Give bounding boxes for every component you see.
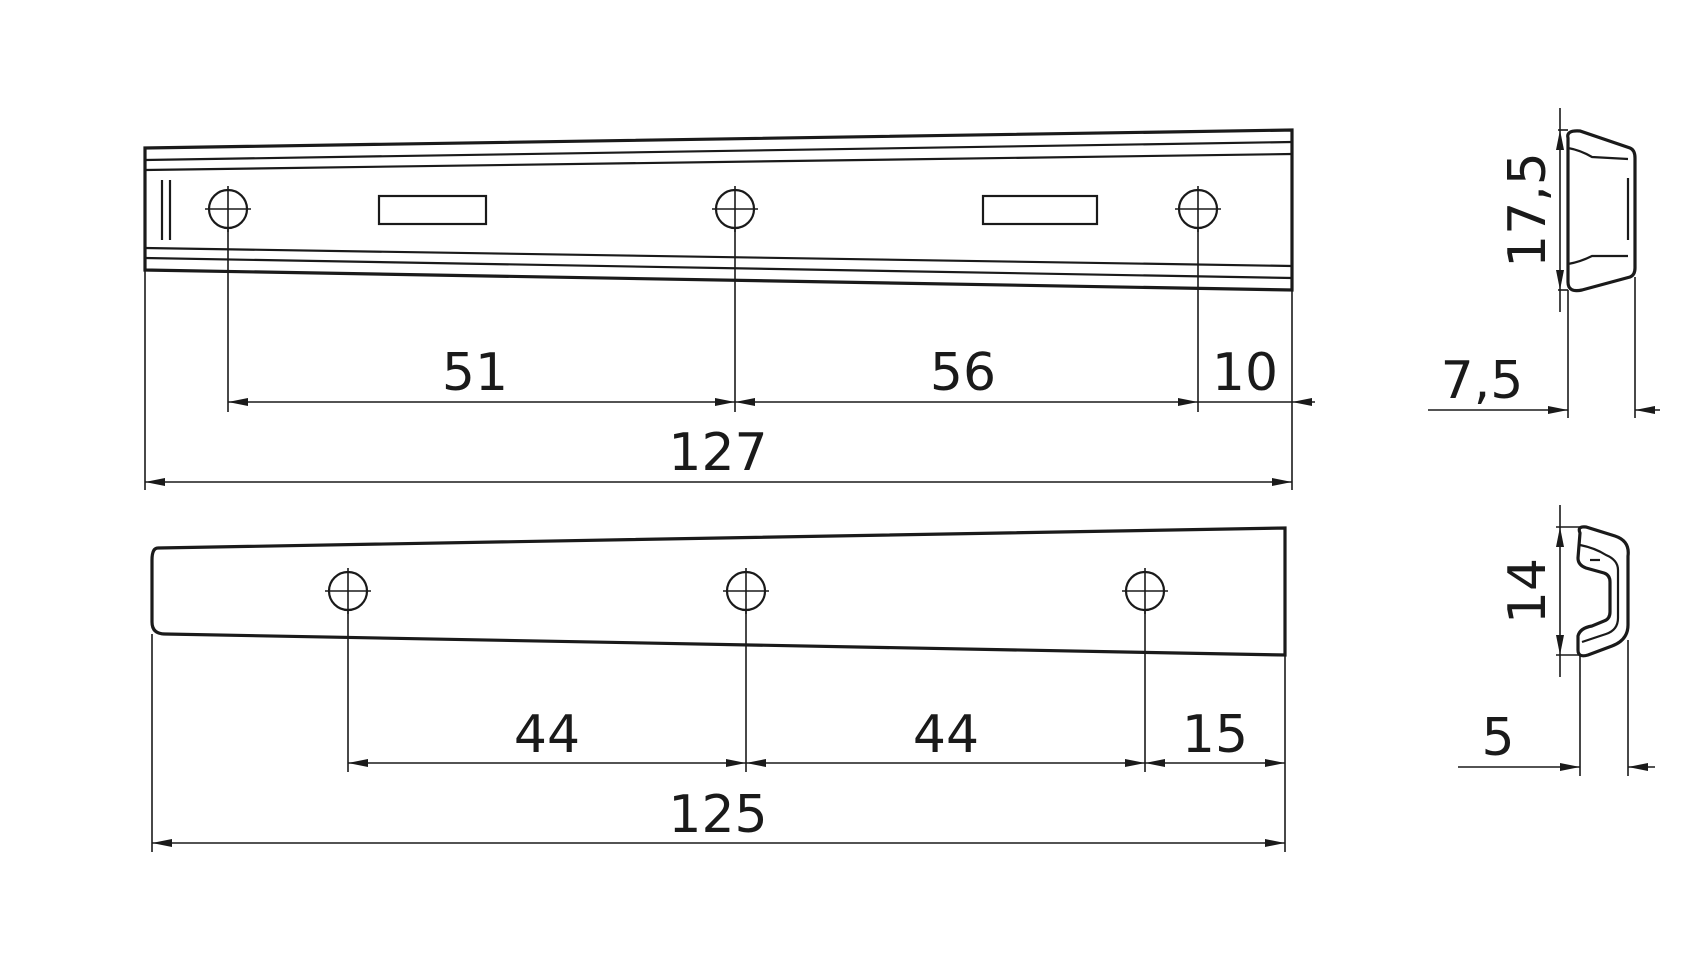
dim-lower-hole-spacing-left: 44	[514, 705, 580, 765]
dim-lower-profile-height: 14	[1498, 558, 1558, 624]
dim-lower-end-offset: 15	[1182, 705, 1248, 765]
upper-rail-side-profile: 17,5 7,5	[1428, 108, 1660, 418]
mounting-hole	[325, 568, 371, 614]
mounting-hole	[723, 568, 769, 614]
mounting-hole	[1122, 568, 1168, 614]
dim-upper-end-offset: 10	[1212, 343, 1278, 403]
upper-rail-front-view	[143, 128, 1294, 292]
dim-lower-profile-width: 5	[1481, 708, 1514, 768]
dim-lower-overall-length: 125	[668, 785, 767, 845]
lower-rail-side-profile: 14 5	[1458, 505, 1655, 776]
upper-rail-dimensions: 51 56 10 127	[144, 228, 1315, 490]
dim-lower-hole-spacing-right: 44	[913, 705, 979, 765]
dim-upper-profile-width: 7,5	[1441, 351, 1524, 411]
mounting-hole	[205, 186, 251, 232]
mounting-hole	[712, 186, 758, 232]
dim-upper-overall-length: 127	[668, 423, 767, 483]
dim-upper-profile-height: 17,5	[1498, 152, 1558, 268]
lower-rail-front-view	[150, 526, 1287, 657]
dim-upper-hole-spacing-right: 56	[930, 343, 996, 403]
lower-rail-dimensions: 44 44 15 125	[151, 610, 1286, 852]
mounting-hole	[1175, 186, 1221, 232]
slot	[377, 194, 488, 226]
slot	[981, 194, 1099, 226]
dim-upper-hole-spacing-left: 51	[442, 343, 508, 403]
